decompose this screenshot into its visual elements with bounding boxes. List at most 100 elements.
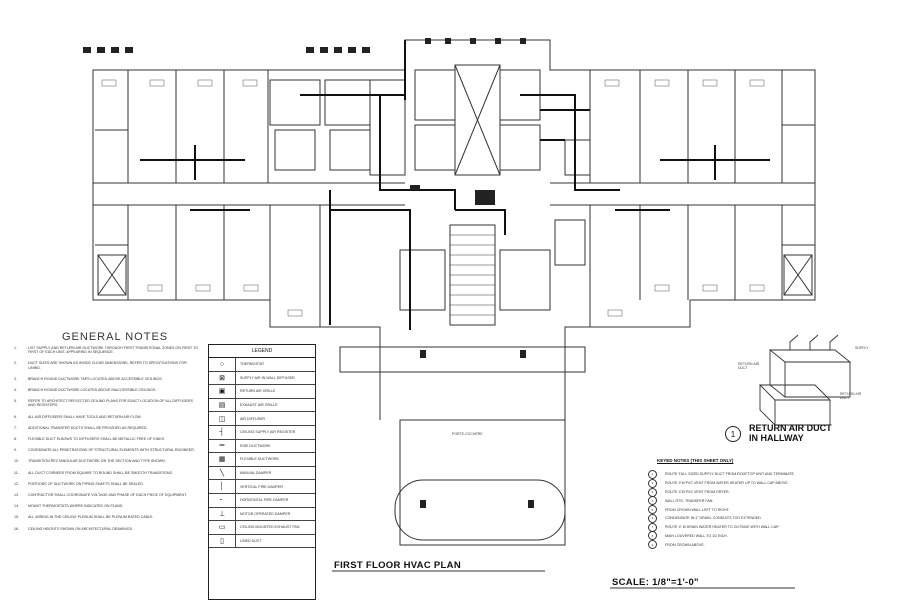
legend-symbol-icon: ◫ [209,412,236,425]
legend-row: ┤ CEILING SUPPLY AIR REGISTER [209,425,315,440]
legend-symbol-icon: ═ [209,439,236,453]
general-note-text: ALL AIR DIFFUSERS SHALL HAVE TOOLS AND R… [28,414,142,419]
general-note: 15.ALL WIRING IN THE CEILING PLENUM SHAL… [14,515,199,519]
keyed-note-number: 4 [648,496,657,506]
keyed-note-number: 3 [648,487,657,497]
general-note-number: 8. [14,437,17,442]
legend-row: ▯ LINED DUCT [209,534,315,549]
keyed-note-number: 5 [648,505,657,515]
legend-text: CEILING MOUNTED EXHAUST FAN [240,525,300,530]
general-note-number: 7. [14,425,17,430]
keyed-notes-title: KEYED NOTES (THIS SHEET ONLY) [657,458,734,463]
keyed-note-number: 2 [648,478,657,488]
general-note-number: 5. [14,399,17,404]
return-duct-detail [758,334,852,427]
general-note-text: ADDITIONAL TRANSFER DUCTS SHALL BE PROVI… [28,425,148,430]
general-note: 13. CONTRACTOR SHALL COORDINATE VOLTAGE A… [14,493,199,497]
legend-row: ═RISE DUCTWORK [209,439,315,454]
detail-number: 1 [725,426,741,442]
legend-row: ╲ MANUAL DAMPER [209,466,315,481]
general-note-text: BRANCH ROUND DUCTWORK LOCATED ABOVE INAC… [28,388,157,393]
general-note: 5. REFER TO ARCHITECT REFLECTED CEILING P… [14,399,199,407]
general-note-text: DUCT SIZES ARE SHOWN AS INSIDE CLEAR DIM… [28,361,187,370]
general-notes-title: GENERAL NOTES [62,331,169,343]
legend-text: THERMOSTAT [240,362,265,367]
keyed-note-text: FROM CROWN WALL LEFT TO RIGHT. [665,507,730,512]
keyed-note-number: 8 [648,531,657,541]
general-note-number: 10. [14,459,19,464]
general-note-number: 4. [14,388,17,393]
legend-text: MANUAL DAMPER [240,471,272,476]
keyed-note-number: 6 [648,513,657,523]
general-note: 6. ALL AIR DIFFUSERS SHALL HAVE TOOLS AND… [14,415,199,419]
legend-text: MOTOR OPERATED DAMPER [240,511,291,516]
porte-cochere-outline [379,347,566,546]
keyed-note-text: ROUTE 4"Ø PVC VENT FROM DRYER. [665,489,730,494]
general-note: 9.COORDINATE ALL PENETRATIONS OF STRUCTU… [14,448,199,452]
general-note-number: 11. [14,470,19,475]
legend-text: LINED DUCT [240,539,262,544]
general-note-number: 9. [14,448,17,453]
general-note-number: 16. [14,526,19,531]
general-note: 16. CEILING HEIGHTS SHOWN ON ARCHITECTURA… [14,527,199,531]
drawing-title: FIRST FLOOR HVAC PLAN [334,560,461,571]
legend-symbol-icon: │ [209,480,236,493]
general-note: 4. BRANCH ROUND DUCTWORK LOCATED ABOVE IN… [14,388,199,392]
general-note-number: 3. [14,376,17,381]
legend-row: ⊠ SUPPLY AIR IN WALL DIFFUSER [209,371,315,386]
keyed-note-text: ROUTE 4" Ø DRAIN WATER HEATER TO OUTSIDE… [665,525,780,530]
legend-row: ⊥MOTOR OPERATED DAMPER [209,507,315,522]
general-note-text: FLEXIBLE DUCT ELBOWS TO DIFFUSERS SHALL … [28,437,165,442]
general-note-text: REFER TO ARCHITECT REFLECTED CEILING PLA… [28,399,193,408]
general-note: 11.ALL DUCT CORNERS FROM SQUARE TO ROUND… [14,471,199,475]
legend-symbol-icon: ▯ [209,534,236,548]
general-note-number: 6. [14,414,17,419]
detail-title-line1: RETURN AIR DUCT [749,423,832,433]
legend-title: LEGEND [209,345,315,358]
general-note: 3.BRANCH ROUND DUCTWORK TAPS LOCATED ABO… [14,377,199,381]
general-note-number: 13. [14,493,19,498]
porte-cochere-label: PORTE-COCHERE [452,432,483,436]
legend-symbol-icon: ┤ [209,425,236,439]
keyed-note: 6 CONDENSATE IN 4" DRAIN. CONDUITS TOO EX… [648,513,878,523]
legend-row: ▦ FLEXIBLE DUCTWORK [209,453,315,467]
keyed-note-number: 7 [648,522,657,532]
legend-symbol-icon: ⊠ [209,371,236,385]
general-note: 1.LIST SUPPLY AND RETURN AIR DUCTWORK TH… [14,346,199,354]
legend-text: SUPPLY AIR IN WALL DIFFUSER [240,375,295,380]
general-notes-list: 1.LIST SUPPLY AND RETURN AIR DUCTWORK TH… [14,346,199,538]
legend-row: │VERTICAL FIRE DAMPER [209,480,315,494]
general-note: 7. ADDITIONAL TRANSFER DUCTS SHALL BE PRO… [14,426,199,430]
detail-label-supply: SUPPLY [855,346,869,350]
general-note-text: CONTRACTOR SHALL COORDINATE VOLTAGE AND … [28,493,187,498]
legend-row: ▣RETURN AIR GRILLE [209,385,315,399]
keyed-note: 4 WALL RTG. TRANSFER FAN. [648,496,878,506]
detail-label-return: RETURN AIR DUCT [738,362,760,370]
legend-symbol-icon: ▦ [209,453,236,466]
general-note-text: PORTIONS OF DUCTWORK ON PIPING SHAFTS SH… [28,481,144,486]
legend-row: ▤EXHAUST AIR GRILLE [209,398,315,413]
general-note-text: CEILING HEIGHTS SHOWN ON ARCHITECTURAL D… [28,526,133,531]
legend-text: CEILING SUPPLY AIR REGISTER [240,430,296,435]
keyed-note-text: CONDENSATE IN 4" DRAIN. CONDUITS TOO EXT… [665,516,762,521]
detail-title: RETURN AIR DUCT IN HALLWAY [749,423,832,443]
general-note-number: 15. [14,515,19,520]
general-note: 10. TRANSITION RECTANGULAR DUCTWORK ON TH… [14,459,199,463]
general-note-number: 2. [14,361,17,366]
legend-table: LEGEND ○THERMOSTAT⊠SUPPLY AIR IN WALL DI… [208,344,316,600]
keyed-note: 5 FROM CROWN WALL LEFT TO RIGHT. [648,505,878,515]
general-note: 12.PORTIONS OF DUCTWORK ON PIPING SHAFTS… [14,482,199,486]
legend-text: FLEXIBLE DUCTWORK [240,457,279,462]
legend-text: RETURN AIR GRILLE [240,389,276,394]
keyed-note-text: WALL RTG. TRANSFER FAN. [665,498,714,503]
detail-label-return-2: RETURN AIR DUCT [840,392,862,400]
legend-symbol-icon: ▤ [209,398,236,412]
general-note-text: TRANSITION RECTANGULAR DUCTWORK ON THE S… [28,459,166,464]
legend-symbol-icon: ╲ [209,466,236,480]
drawing-scale: SCALE: 1/8"=1'-0" [612,577,699,588]
